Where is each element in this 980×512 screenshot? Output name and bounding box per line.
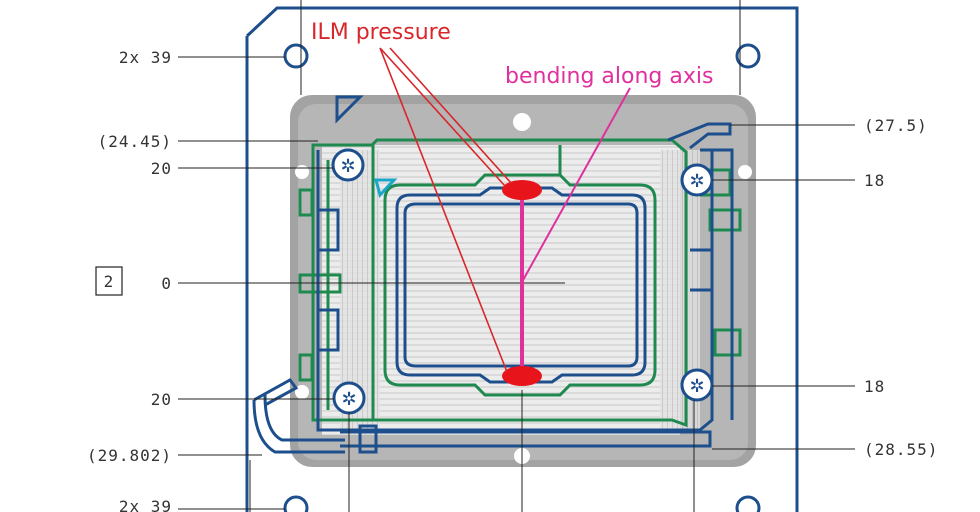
datum-box xyxy=(95,266,123,296)
pressure-spot-top xyxy=(502,180,542,200)
pin1-triangle-small-icon xyxy=(374,178,398,199)
dim-left-lower: (29.802) xyxy=(87,446,172,465)
dim-center: 0 xyxy=(161,274,172,293)
dim-right-upper-screw: 18 xyxy=(864,171,885,190)
svg-text:✲: ✲ xyxy=(689,376,704,397)
bending-leader xyxy=(521,87,631,283)
mount-hole-top-right xyxy=(735,43,761,69)
pressure-spot-bottom xyxy=(502,366,542,386)
dim-bottom-hole: 2x 39 xyxy=(119,497,172,512)
dim-right-lower: (28.55) xyxy=(864,440,938,459)
mount-hole-bottom-right xyxy=(735,495,761,512)
annotation-bending: bending along axis xyxy=(505,64,713,89)
dim-right-lower-screw: 18 xyxy=(864,377,885,396)
dim-right-upper: (27.5) xyxy=(864,116,928,135)
screw-bottom-right: ✲ xyxy=(680,368,714,402)
annotation-ilm-pressure: ILM pressure xyxy=(311,20,451,45)
screw-bottom-left: ✲ xyxy=(332,381,366,415)
pressure-leaders xyxy=(379,47,513,373)
mount-hole-bottom-left xyxy=(283,495,309,512)
screw-top-left: ✲ xyxy=(331,148,365,182)
dim-left-lower-screw: 20 xyxy=(151,390,172,409)
dimension-lines xyxy=(178,0,855,512)
screw-top-right: ✲ xyxy=(680,163,714,197)
svg-text:✲: ✲ xyxy=(340,156,355,177)
dim-top-hole: 2x 39 xyxy=(119,48,172,67)
socket-outline xyxy=(252,122,734,454)
dim-left-upper-screw: 20 xyxy=(151,159,172,178)
board-outline xyxy=(245,6,799,512)
dim-left-upper: (24.45) xyxy=(98,132,172,151)
mount-hole-top-left xyxy=(283,43,309,69)
svg-text:✲: ✲ xyxy=(341,389,356,410)
datum-label: 2 xyxy=(104,272,115,291)
svg-text:✲: ✲ xyxy=(689,171,704,192)
pin1-triangle-icon xyxy=(335,95,364,124)
plate-hole-top xyxy=(513,113,531,131)
